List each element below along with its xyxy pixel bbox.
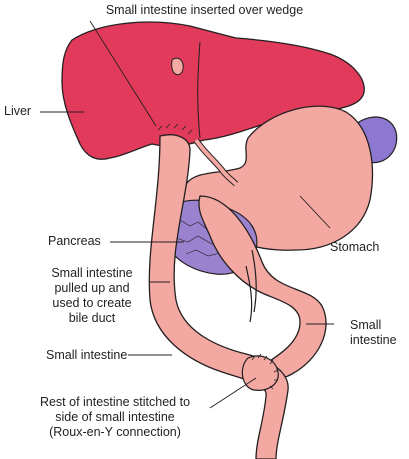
label-stomach: Stomach [330, 240, 380, 254]
label-small-right-line-2: intestine [350, 333, 397, 347]
label-bile-duct-line-2: pulled up and [54, 281, 130, 295]
wedge-stitches [157, 123, 193, 135]
label-bile-duct: Small intestine pulled up and used to cr… [38, 266, 146, 326]
liver-fissure [197, 41, 201, 139]
label-small-intestine-right: Small intestine [350, 318, 397, 348]
label-roux-line-3: (Roux-en-Y connection) [49, 425, 181, 439]
label-small-right-line-1: Small [350, 318, 382, 332]
label-small-intestine-left: Small intestine [46, 348, 128, 362]
label-bile-duct-line-1: Small intestine [51, 266, 133, 280]
label-roux: Rest of intestine stitched to side of sm… [18, 395, 212, 440]
roux-junction [241, 355, 279, 391]
leader-roux [209, 377, 257, 409]
roux-stitches [251, 353, 279, 390]
bile-duct-fill [194, 138, 238, 186]
vessels [245, 249, 257, 323]
liver-ligament [171, 57, 184, 76]
label-roux-line-1: Rest of intestine stitched to [39, 395, 191, 409]
label-bile-duct-line-3: used to create [52, 296, 132, 310]
leader-wedge [89, 20, 157, 127]
leader-lines [40, 20, 334, 409]
label-pancreas: Pancreas [48, 234, 101, 248]
label-bile-duct-line-4: bile duct [68, 311, 116, 325]
label-roux-line-2: side of small intestine [55, 410, 175, 424]
label-liver: Liver [4, 104, 32, 118]
label-wedge: Small intestine inserted over wedge [105, 3, 304, 17]
leader-stomach [299, 195, 331, 229]
